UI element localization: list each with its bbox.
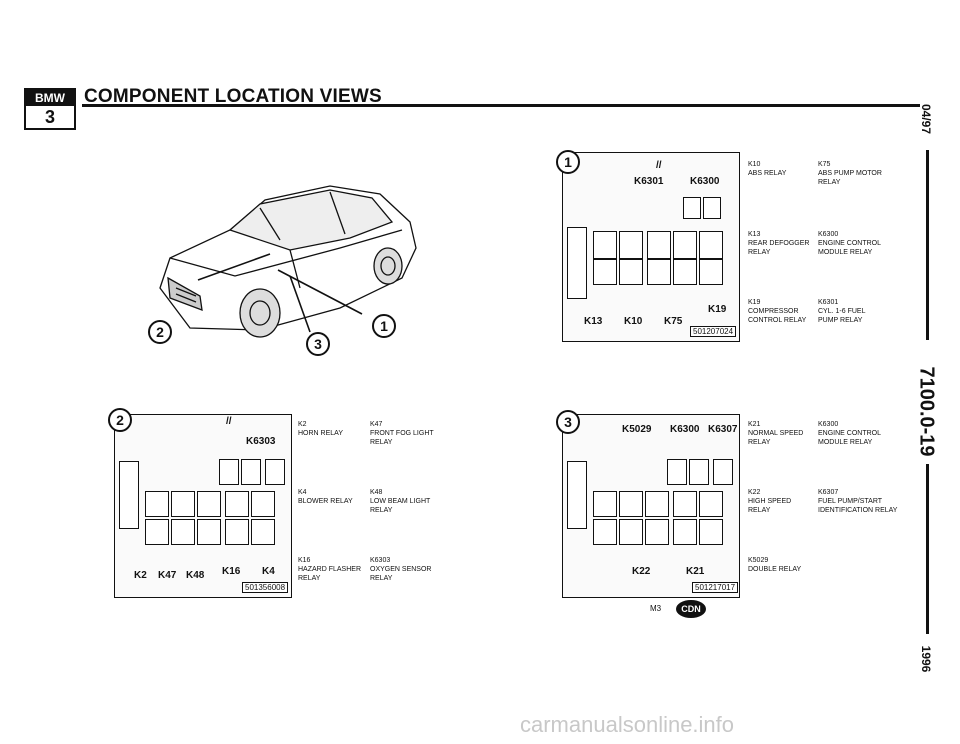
fig3-tag-k6300: K6300 xyxy=(670,424,700,435)
fig2-tag-slash: // xyxy=(226,416,232,427)
fig2-tag-k48: K48 xyxy=(186,570,205,581)
fig2-k6303-desc: OXYGEN SENSOR RELAY xyxy=(370,566,432,582)
fig3-tag-k21: K21 xyxy=(686,566,705,577)
logo-3-text: 3 xyxy=(44,107,55,127)
header-rule xyxy=(82,104,920,107)
fig1-k6300-code: K6300 xyxy=(818,231,839,238)
fig1-k6301-desc: CYL. 1-6 FUEL PUMP RELAY xyxy=(818,308,866,324)
watermark-text: carmanualsonline.info xyxy=(520,712,735,737)
fig2-callout: 2 xyxy=(108,408,132,432)
car-illustration xyxy=(159,185,417,338)
fig2-k47-code: K47 xyxy=(370,421,383,428)
fig3-k6300-desc: ENGINE CONTROL MODULE RELAY xyxy=(818,430,881,446)
fig3-k5029-desc: DOUBLE RELAY xyxy=(748,566,802,573)
fig1-tag-k10: K10 xyxy=(624,316,643,327)
callout-3: 3 xyxy=(306,332,330,356)
fig2-k48-desc: LOW BEAM LIGHT RELAY xyxy=(370,498,431,514)
callout-2: 2 xyxy=(148,320,172,344)
fig3-tag-k6307: K6307 xyxy=(708,424,738,435)
fig1-tag-k75: K75 xyxy=(664,316,683,327)
fig1-k13-desc: REAR DEFOGGER RELAY xyxy=(748,240,810,256)
fig3-k21-code: K21 xyxy=(748,421,761,428)
logo-bmw-text: BMW xyxy=(26,90,74,106)
fig2-k16-desc: HAZARD FLASHER RELAY xyxy=(298,566,362,582)
fig1-k19-code: K19 xyxy=(748,299,761,306)
fig1-k10-desc: ABS RELAY xyxy=(748,170,787,177)
fig3-callout: 3 xyxy=(556,410,580,434)
fig2-relay-box xyxy=(114,414,292,598)
side-section-number: 7100.0-19 xyxy=(915,366,938,457)
fig1-k75-code: K75 xyxy=(818,161,831,168)
fig2-tag-k6303: K6303 xyxy=(246,436,276,447)
fig1-k19-desc: COMPRESSOR CONTROL RELAY xyxy=(748,308,807,324)
fig3-k6307-code: K6307 xyxy=(818,489,839,496)
fig1-tag-k13: K13 xyxy=(584,316,603,327)
fig1-k13-code: K13 xyxy=(748,231,761,238)
side-date: 04/97 xyxy=(919,103,933,135)
fig2-tag-k16: K16 xyxy=(222,566,241,577)
fig3-k22-code: K22 xyxy=(748,489,761,496)
fig1-callout: 1 xyxy=(556,150,580,174)
fig2-part-number: 501356008 xyxy=(242,582,289,593)
fig1-tag-k6300: K6300 xyxy=(690,176,720,187)
model-label: M3 xyxy=(650,604,662,613)
fig2-k48-code: K48 xyxy=(370,489,383,496)
fig1-k6301-code: K6301 xyxy=(818,299,839,306)
fig2-k4-code: K4 xyxy=(298,489,307,496)
fig1-tag-slash: // xyxy=(656,160,662,171)
fig3-tag-k22: K22 xyxy=(632,566,651,577)
fig1-k6300-desc: ENGINE CONTROL MODULE RELAY xyxy=(818,240,881,256)
fig3-k5029-code: K5029 xyxy=(748,557,769,564)
fig3-tag-k5029: K5029 xyxy=(622,424,652,435)
fig1-tag-k19: K19 xyxy=(708,304,727,315)
fig1-part-number: 501207024 xyxy=(690,326,737,337)
fig2-k2-desc: HORN RELAY xyxy=(298,430,343,437)
fig2-k16-code: K16 xyxy=(298,557,311,564)
fig1-tag-k6301: K6301 xyxy=(634,176,664,187)
fig3-k6307-desc: FUEL PUMP/START IDENTIFICATION RELAY xyxy=(818,498,898,514)
fig2-k2-code: K2 xyxy=(298,421,307,428)
fig2-k4-desc: BLOWER RELAY xyxy=(298,498,353,505)
fig1-relay-box xyxy=(562,152,740,342)
side-rule-bottom xyxy=(926,464,929,634)
cdn-badge: CDN xyxy=(676,600,706,618)
fig2-tag-k2: K2 xyxy=(134,570,147,581)
side-rule-top xyxy=(926,150,929,340)
fig2-tag-k47: K47 xyxy=(158,570,177,581)
fig2-k6303-code: K6303 xyxy=(370,557,391,564)
fig1-k10-code: K10 xyxy=(748,161,761,168)
fig3-k6300-code: K6300 xyxy=(818,421,839,428)
fig3-relay-box xyxy=(562,414,740,598)
bmw-3-logo: BMW 3 xyxy=(24,88,76,130)
fig1-k75-desc: ABS PUMP MOTOR RELAY xyxy=(818,170,882,186)
fig3-part-number: 501217017 xyxy=(692,582,739,593)
fig2-k47-desc: FRONT FOG LIGHT RELAY xyxy=(370,430,434,446)
side-year: 1996 xyxy=(919,645,933,673)
page-title: COMPONENT LOCATION VIEWS xyxy=(84,86,382,107)
fig2-tag-k4: K4 xyxy=(262,566,275,577)
callout-1: 1 xyxy=(372,314,396,338)
fig3-k21-desc: NORMAL SPEED RELAY xyxy=(748,430,804,446)
fig3-k22-desc: HIGH SPEED RELAY xyxy=(748,498,792,514)
